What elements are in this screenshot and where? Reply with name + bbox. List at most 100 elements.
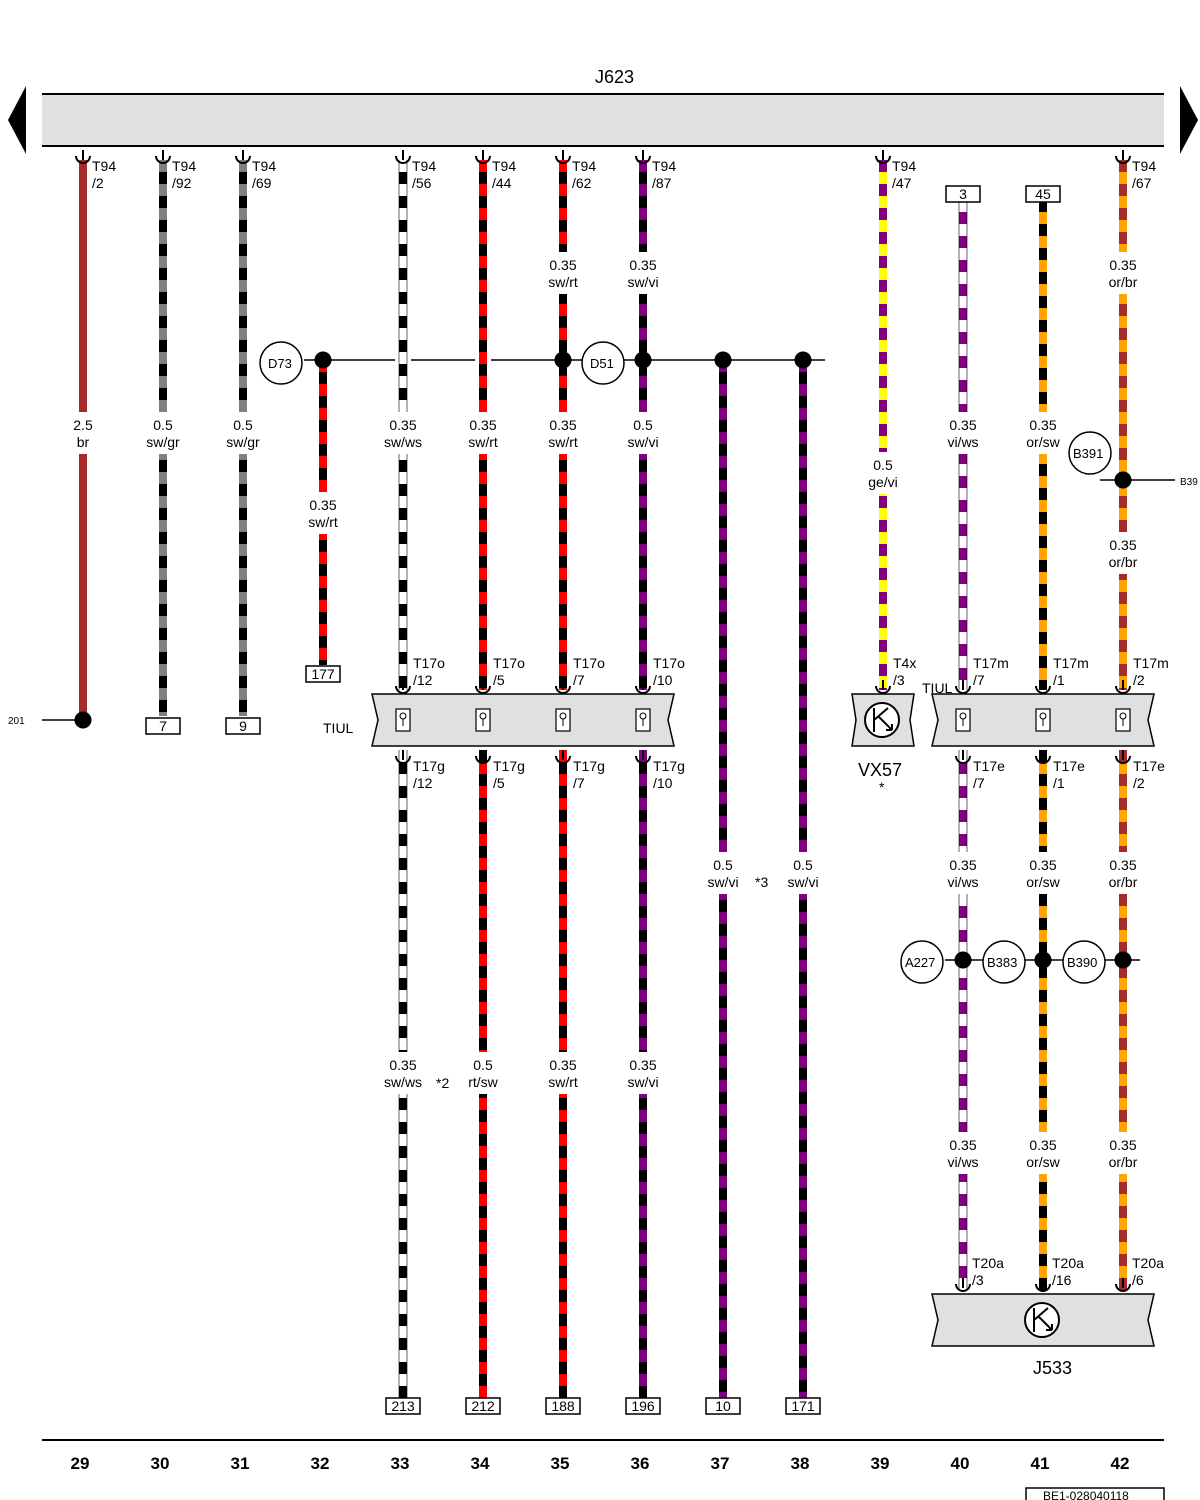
col-36-conn-bot (635, 755, 651, 764)
col-30-number: 30 (151, 1454, 170, 1473)
col-32-ref: 177 (311, 666, 335, 682)
col-29-label-1-bg (58, 412, 108, 454)
col-38-ref: 171 (791, 1398, 815, 1414)
col-42-label-2-bg (1098, 852, 1148, 894)
col-40-label-1-bg (938, 412, 988, 454)
col-42-label-1-bg (1098, 532, 1148, 574)
col-38-label-1-bg (778, 852, 828, 894)
col-35-conn-top-label: T17o/7 (573, 655, 605, 688)
note-2: *2 (436, 1075, 449, 1091)
col-41-top-ref: 45 (1035, 186, 1051, 202)
col-33-ref: 213 (391, 1398, 415, 1414)
col-36-conn-top-label: T17o/10 (653, 655, 685, 688)
col-34-conn-bot (475, 755, 491, 764)
col-34-pin-top (475, 155, 491, 164)
col-34-label-2-bg (458, 1052, 508, 1094)
col-37-label-1-bg (698, 852, 748, 894)
svg-text:B383: B383 (987, 955, 1017, 970)
col-42-label-0-bg (1098, 252, 1148, 294)
col-41-label-2-bg (1018, 852, 1068, 894)
col-33-number: 33 (391, 1454, 410, 1473)
col-40-top-ref-box (945, 185, 981, 203)
sensor-arrow-icon (873, 707, 893, 732)
col-34-pin-label: T94/44 (492, 158, 516, 191)
col-42-conn-end-label: T20a/6 (1132, 1255, 1164, 1288)
svg-text:B391: B391 (1073, 446, 1103, 461)
col-36-pin-top (635, 155, 651, 164)
splice-a227: A227 (900, 940, 944, 984)
col-41-conn-bot (1035, 755, 1051, 764)
module-j533-label: J533 (1033, 1358, 1072, 1378)
col-30-ref: 7 (159, 718, 167, 734)
col-36-number: 36 (631, 1454, 650, 1473)
col-35-ref: 188 (551, 1398, 575, 1414)
col-42-conn-bot-label: T17e/2 (1133, 758, 1165, 791)
col-33-label-1-bg (378, 412, 428, 454)
col-34-conn-top (475, 685, 491, 694)
col-33-ref-box (385, 1397, 421, 1415)
col-34-conn-top-label: T17o/5 (493, 655, 525, 688)
col-39-conn-top (875, 685, 891, 694)
col-29-number: 29 (71, 1454, 90, 1473)
col-31-ref: 9 (239, 718, 247, 734)
col-35-label-2-bg (538, 1052, 588, 1094)
col-33-conn-top (395, 685, 411, 694)
col-31-pin-label: T94/69 (252, 158, 276, 191)
splice-dots (42, 351, 1175, 969)
col-34-ref-box (465, 1397, 501, 1415)
footer-code: BE1-028040118 (1043, 1489, 1129, 1500)
footer-code-box (1025, 1487, 1165, 1500)
col-32-label-1-bg (298, 492, 348, 534)
col-40-label-2-bg (938, 852, 988, 894)
tiul-housing-left (371, 693, 675, 747)
col-30-ref-box (145, 717, 181, 735)
col-29-pin-top (75, 155, 91, 164)
col-42-conn-end (1115, 1283, 1131, 1292)
col-33-label-2-bg (378, 1052, 428, 1094)
splice-d51: D51 (581, 341, 625, 385)
col-40-conn-bot (955, 755, 971, 764)
col-33-pin-label: T94/56 (412, 158, 436, 191)
col-33-conn-top-label: T17o/12 (413, 655, 445, 688)
module-j623-box (42, 94, 1164, 146)
splice-b390: B390 (1062, 940, 1106, 984)
col-34-conn-bot-label: T17g/5 (493, 758, 525, 791)
tiul-left-label: TIUL (323, 720, 354, 736)
col-31-ref-box (225, 717, 261, 735)
col-40-conn-top-label: T17m/7 (973, 655, 1009, 688)
col-42-pin-top (1115, 155, 1131, 164)
svg-text:D51: D51 (590, 356, 614, 371)
edge-ref-left: 201 (8, 716, 25, 727)
svg-text:B390: B390 (1067, 955, 1097, 970)
col-35-number: 35 (551, 1454, 570, 1473)
svg-text:D73: D73 (268, 356, 292, 371)
col-39-number: 39 (871, 1454, 890, 1473)
col-39-pin-top (875, 155, 891, 164)
col-41-conn-end-label: T20a/16 (1052, 1255, 1084, 1288)
col-36-label-1-bg (618, 412, 668, 454)
col-40-top-ref: 3 (959, 186, 967, 202)
col-40-conn-bot-label: T17e/7 (973, 758, 1005, 791)
col-41-label-1-bg (1018, 412, 1068, 454)
col-42-number: 42 (1111, 1454, 1130, 1473)
col-40-label-3-bg (938, 1132, 988, 1174)
edge-ref-right: B39 (1180, 477, 1198, 488)
col-36-conn-top (635, 685, 651, 694)
col-36-ref: 196 (631, 1398, 655, 1414)
col-31-pin-top (235, 155, 251, 164)
